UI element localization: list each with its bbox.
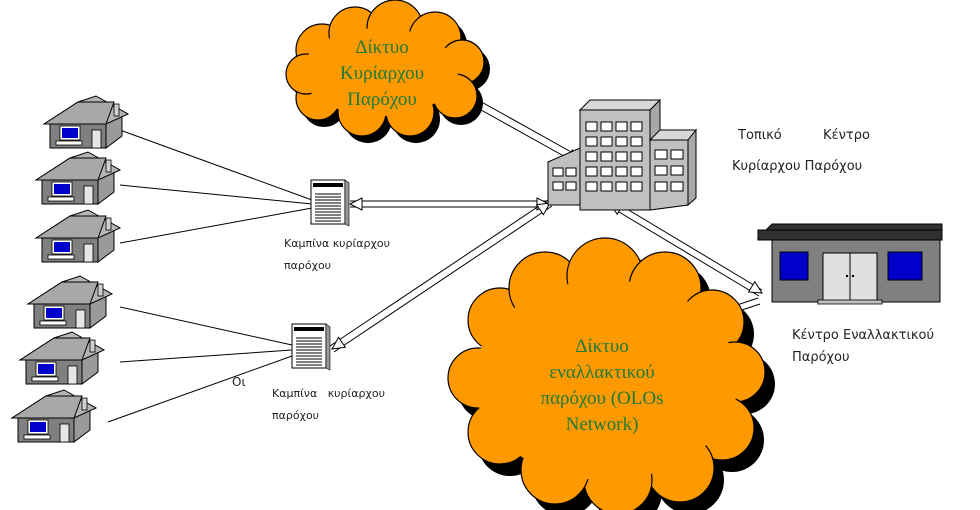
incumbent-network-cloud: Δίκτυο Κυρίαρχου Παρόχου <box>285 0 490 143</box>
cabinet-top-label: Καμπίνα κυρίαρχου <box>284 237 390 250</box>
alt-cloud-line1: Δίκτυο <box>575 336 628 357</box>
alt-cloud-line4: Network) <box>566 414 639 435</box>
alt-center-label-2: Παρόχου <box>792 350 850 365</box>
cabinet-bottom-label-2: παρόχου <box>272 409 320 422</box>
house-icon <box>27 275 113 329</box>
access-lines <box>107 129 313 423</box>
alt-cloud-line2: εναλλακτικού <box>549 362 654 383</box>
house-icon <box>35 209 121 263</box>
incumbent-cloud-line2: Κυρίαρχου <box>340 63 424 84</box>
alt-cloud-line3: παρόχου (OLOs <box>541 388 664 409</box>
house-icon <box>35 151 121 205</box>
alt-center-building-icon <box>756 223 943 305</box>
cabinet-top-label-2: παρόχου <box>284 259 332 272</box>
local-center-label: Τοπικό Κέντρο <box>738 128 870 143</box>
incumbent-cloud-line1: Δίκτυο <box>355 37 408 58</box>
stray-text: Οι <box>232 375 246 389</box>
local-center-building-icon <box>547 98 698 211</box>
house-icon <box>11 389 97 443</box>
house-icon <box>43 95 129 149</box>
cabinet-bottom-icon <box>291 323 331 371</box>
cabinet-bottom-label: Καμπίνα κυρίαρχου <box>272 387 385 400</box>
local-center-label-2: Κυρίαρχου Παρόχου <box>732 159 863 174</box>
cabinet-top-icon <box>310 179 350 227</box>
alt-center-label: Κέντρο Εναλλακτικού <box>792 328 935 343</box>
incumbent-cloud-line3: Παρόχου <box>347 89 417 110</box>
house-icon <box>19 331 105 385</box>
alternative-network-cloud: Δίκτυο εναλλακτικού παρόχου (OLOs Networ… <box>447 237 775 510</box>
